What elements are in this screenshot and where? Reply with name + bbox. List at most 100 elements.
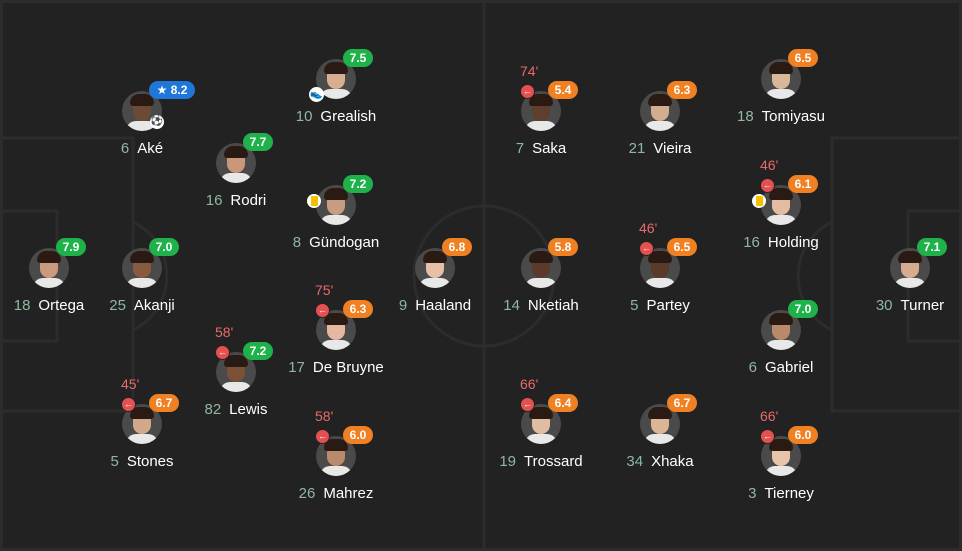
player-avatar[interactable] (890, 248, 930, 288)
player-avatar[interactable] (640, 248, 680, 288)
player-name: Rodri (230, 192, 267, 209)
player-name: Saka (532, 140, 567, 157)
avatar-hair (130, 407, 154, 419)
rating-value: 5.4 (554, 83, 572, 97)
avatar-shirt (320, 340, 352, 350)
player-avatar[interactable] (761, 310, 801, 350)
rating-badge: 7.0 (788, 300, 818, 318)
player-number: 8 (292, 234, 302, 251)
player-label[interactable]: 16 Holding (743, 234, 819, 251)
rating-badge: 6.7 (667, 394, 697, 412)
avatar-hair (529, 251, 553, 263)
avatar-shirt (419, 278, 451, 288)
rating-value: 7.5 (349, 51, 367, 65)
rating-value: 6.3 (349, 302, 367, 316)
player-avatar[interactable] (761, 59, 801, 99)
ball-icon: ⚽ (150, 115, 164, 129)
player-number: 5 (110, 453, 119, 470)
player-name: Gabriel (764, 359, 814, 376)
player-label[interactable]: 6 Gabriel (749, 359, 814, 376)
rating-value: 5.8 (554, 240, 572, 254)
player-name: Xhaka (651, 453, 694, 470)
avatar-hair (648, 94, 672, 106)
rating-value: 6.8 (448, 240, 466, 254)
left-penalty-arc (132, 220, 169, 332)
avatar-shirt (126, 121, 158, 131)
player-name: Nketiah (527, 297, 579, 314)
avatar-hair (37, 251, 61, 263)
star-icon: ★ (156, 83, 171, 97)
player-avatar[interactable] (640, 91, 680, 131)
avatar-shirt (320, 215, 352, 225)
substitution-icon: ← (639, 241, 654, 256)
rating-value: 6.3 (673, 83, 691, 97)
rating-badge: 6.8 (442, 238, 472, 256)
avatar-shirt (765, 215, 797, 225)
substitution-icon: ← (520, 84, 535, 99)
player-number: 18 (736, 108, 754, 125)
avatar-hair (898, 251, 922, 263)
avatar-hair (529, 94, 553, 106)
rating-value: 7.7 (249, 135, 267, 149)
rating-value: 6.0 (349, 428, 367, 442)
yellow-card-icon (307, 194, 321, 208)
rating-value: 7.0 (155, 240, 173, 254)
player-number: 5 (630, 297, 639, 314)
rating-badge: 6.5 (667, 238, 697, 256)
player-label[interactable]: 5 Stones (110, 453, 173, 470)
player-number: 19 (499, 453, 517, 470)
rating-badge: 5.4 (548, 81, 578, 99)
player-name: Holding (767, 234, 819, 251)
player-number: 16 (743, 234, 760, 251)
player-name: Mahrez (323, 485, 374, 502)
player-name: Akanji (133, 297, 175, 314)
player-avatar[interactable] (316, 185, 356, 225)
substitution-minute: 46' (639, 220, 658, 236)
substitution-minute: 75' (315, 282, 334, 298)
player-label[interactable]: 5 Partey (630, 297, 690, 314)
rating-badge: 6.3 (667, 81, 697, 99)
player-label[interactable]: 6 Aké (121, 140, 163, 157)
player-avatar[interactable] (122, 404, 162, 444)
substitution-minute: 58' (315, 408, 334, 424)
avatar-shirt (765, 340, 797, 350)
player-avatar[interactable] (521, 248, 561, 288)
rating-value: 6.7 (673, 396, 691, 410)
rating-value: 6.5 (794, 51, 812, 65)
rating-badge: ★ 8.2 (149, 81, 195, 99)
player-name: Partey (646, 297, 690, 314)
rating-value: 6.7 (155, 396, 173, 410)
player-name: Aké (137, 140, 164, 157)
player-name: Stones (126, 453, 174, 470)
player-avatar[interactable] (415, 248, 455, 288)
player-number: 17 (288, 359, 305, 376)
rating-badge: 6.4 (548, 394, 578, 412)
right-penalty-arc (796, 220, 833, 332)
player-number: 6 (120, 140, 130, 157)
player-avatar[interactable] (640, 404, 680, 444)
player-name: Vieira (653, 140, 692, 157)
avatar-hair (769, 439, 793, 451)
player-number: 6 (748, 359, 757, 376)
substitution-minute: 74' (520, 63, 539, 79)
avatar-hair (224, 355, 248, 367)
avatar-hair (324, 439, 348, 451)
rating-badge: 6.5 (788, 49, 818, 67)
